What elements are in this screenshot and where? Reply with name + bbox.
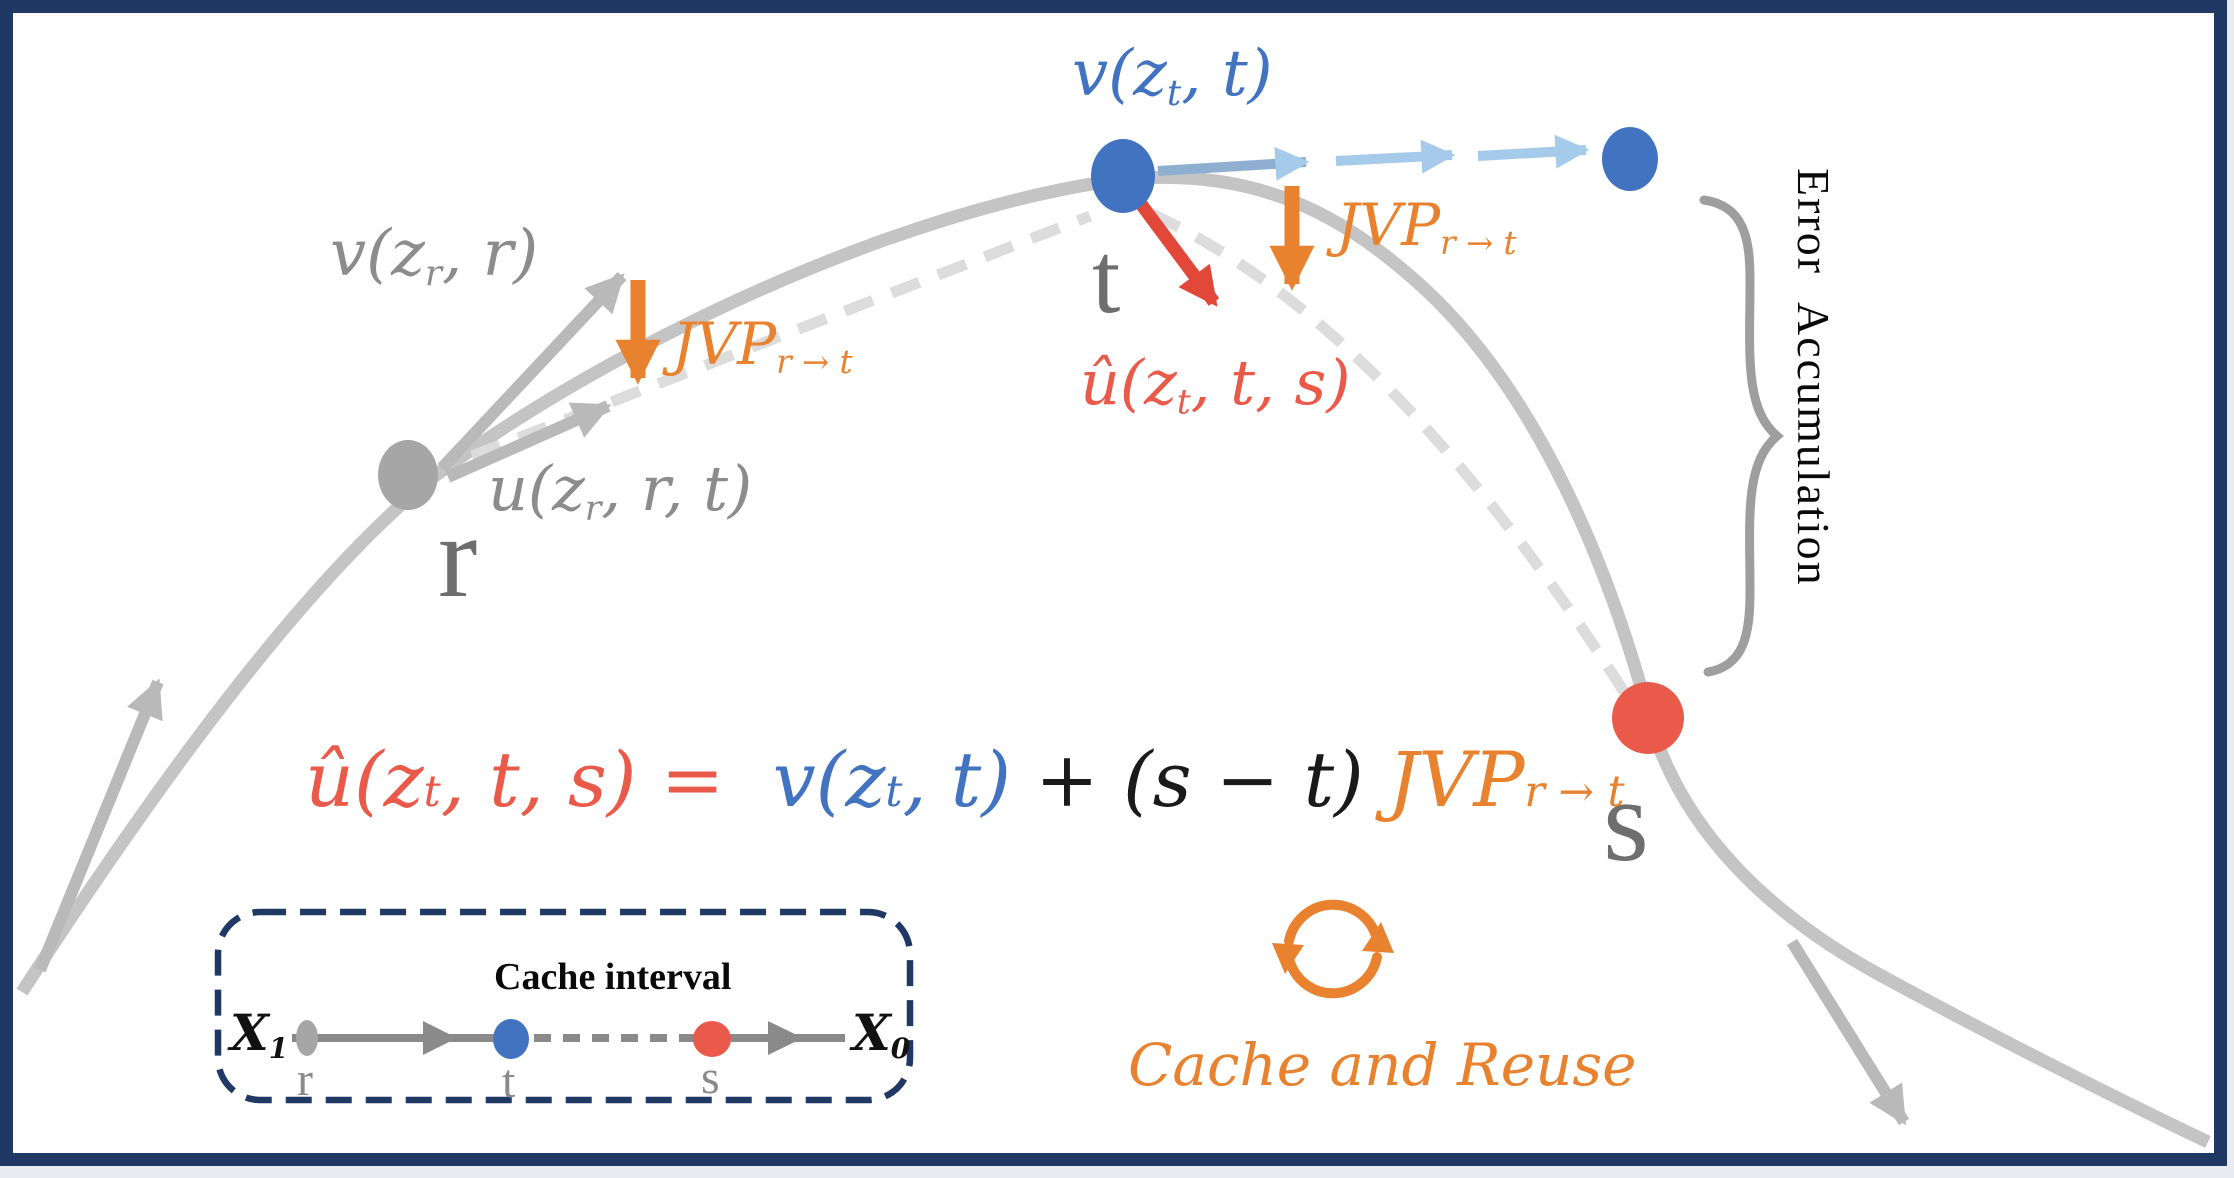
u-hat-arrow <box>1132 196 1220 307</box>
start-tangent-arrow <box>34 678 164 973</box>
v-r-velocity-arrow <box>437 271 627 473</box>
timeline-arrow-icon <box>768 1021 803 1055</box>
point-r-dot <box>378 440 438 510</box>
equation-step-term: + (s − t) <box>1035 735 1388 824</box>
u-r-label: u(zr, r, t) <box>488 452 753 529</box>
point-t-label: t <box>1092 222 1121 335</box>
cache-and-reuse-label: Cache and Reuse <box>1128 1031 1637 1099</box>
x0-label: X0 <box>852 1003 911 1065</box>
jvp-r-label: JVPr → t <box>672 310 853 382</box>
cache-interval-box <box>214 908 914 1104</box>
equation-uhat-term: û(z <box>305 735 424 824</box>
cache-interval-title: Cache interval <box>494 956 732 998</box>
error-brace <box>1699 195 1784 677</box>
u-hat-label: û(zt, t, s) <box>1080 346 1351 423</box>
point-t-dot <box>1091 139 1155 213</box>
timeline-r-label: r <box>297 1053 313 1106</box>
equation-jvp-term: JVP <box>1388 735 1525 824</box>
update-equation: û(z t , t, s) = v(z t , t) + (s − t) JVP… <box>305 735 1625 824</box>
point-s-dot <box>1612 682 1684 754</box>
equation-v-term: v(z <box>772 735 886 824</box>
timeline-t-dot <box>493 1019 529 1059</box>
cached-velocity-arrows <box>1157 134 1590 181</box>
timeline-s-label: s <box>701 1051 720 1104</box>
refresh-cycle-icon <box>1272 899 1394 999</box>
point-s-label: s <box>1603 755 1649 886</box>
end-tangent-arrow <box>1786 938 1910 1126</box>
dashed-path-t-to-s <box>1149 209 1633 701</box>
error-accumulation-label: Error Accumulation <box>1788 168 1839 587</box>
predicted-endpoint-dot <box>1602 127 1658 191</box>
jvp-t-label: JVPr → t <box>1336 191 1517 263</box>
u-r-average-velocity-arrow <box>445 400 612 483</box>
trajectory-curve <box>16 170 2211 1148</box>
cache-timeline <box>292 1019 845 1059</box>
timeline-s-dot <box>693 1021 731 1057</box>
timeline-r-dot <box>296 1020 318 1056</box>
point-r-label: r <box>438 491 478 622</box>
v-t-label: v(zt, t) <box>1072 37 1273 115</box>
timeline-arrow-icon <box>423 1021 457 1055</box>
v-r-label: v(zr, r) <box>330 217 539 295</box>
x1-label: X1 <box>230 1003 289 1065</box>
timeline-t-label: t <box>502 1055 516 1108</box>
